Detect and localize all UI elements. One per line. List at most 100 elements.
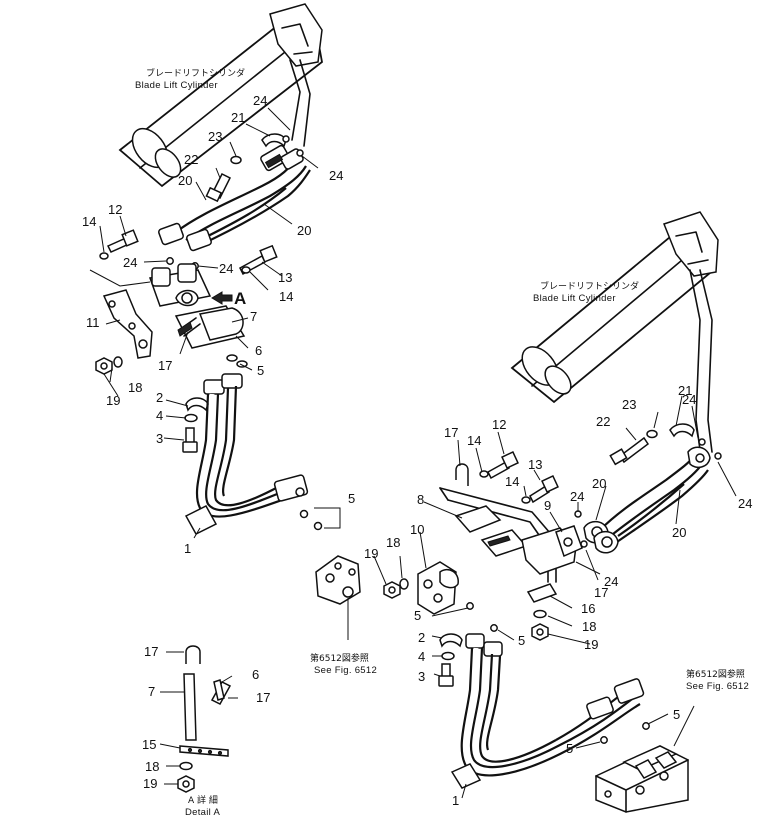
hose-1-left (184, 385, 309, 535)
plate-16-right (526, 583, 558, 603)
u-bolt-17-right (455, 463, 469, 486)
callout-10: 10 (410, 522, 424, 537)
caption-see-left-jp: 第6512図参照 (310, 652, 369, 664)
callout-22: 22 (596, 414, 610, 429)
view-marker-a: A (234, 289, 246, 308)
callout-7: 7 (250, 309, 257, 324)
callout-8: 8 (417, 492, 424, 507)
callout-24: 24 (570, 489, 584, 504)
callout-4: 4 (418, 649, 425, 664)
clamp-21-right (669, 423, 695, 438)
leader-lines-right (373, 395, 737, 799)
nut-19-right-b (531, 623, 549, 641)
callout-5: 5 (566, 741, 573, 756)
callout-16: 16 (581, 601, 595, 616)
lower-fittings-left (182, 373, 243, 453)
callout-1: 1 (452, 793, 459, 808)
caption-detail-jp: A 詳 細 (188, 794, 218, 806)
callout-14: 14 (467, 433, 481, 448)
hose-20-right (583, 446, 711, 554)
callout-4: 4 (156, 408, 163, 423)
right-assembly (373, 211, 737, 813)
callout-17: 17 (158, 358, 172, 373)
hose-1-right (450, 647, 645, 789)
callout-17: 17 (256, 690, 270, 705)
callout-14: 14 (279, 289, 293, 304)
caption-cylinder-left-en: Blade Lift Cylinder (135, 80, 218, 91)
callout-9: 9 (544, 498, 551, 513)
u-bolt-17 (185, 645, 201, 664)
callout-5: 5 (257, 363, 264, 378)
callout-2: 2 (156, 390, 163, 405)
callout-11: 11 (86, 315, 100, 330)
callout-21: 21 (678, 383, 692, 398)
callout-24: 24 (219, 261, 233, 276)
callout-17: 17 (444, 425, 458, 440)
callout-12: 12 (108, 202, 122, 217)
detail-a (159, 645, 238, 793)
nut-19-left (95, 357, 113, 375)
caption-cylinder-left-jp: ブレードリフトシリンダ (146, 67, 245, 79)
clamp-21-left (261, 133, 287, 148)
caption-cylinder-right-en: Blade Lift Cylinder (533, 293, 616, 304)
bolt-22-right (609, 436, 650, 466)
callout-24: 24 (604, 574, 618, 589)
callout-24: 24 (682, 392, 696, 407)
valve-block-right (595, 745, 689, 813)
caption-see-right-jp: 第6512図参照 (686, 668, 745, 680)
callout-18: 18 (582, 619, 596, 634)
callout-21: 21 (231, 110, 245, 125)
leader-lines-left (89, 107, 319, 539)
nut-19-right (383, 581, 401, 599)
callout-15: 15 (142, 737, 156, 752)
callout-23: 23 (208, 129, 222, 144)
callout-1: 1 (184, 541, 191, 556)
view-arrow-a (211, 291, 233, 305)
caption-cylinder-right-jp: ブレードリフトシリンダ (540, 280, 639, 292)
junction-block-left (148, 263, 212, 307)
callout-5: 5 (518, 633, 525, 648)
callout-6: 6 (255, 343, 262, 358)
left-assembly (89, 3, 361, 640)
callout-18: 18 (128, 380, 142, 395)
callout-24: 24 (738, 496, 752, 511)
callout-5: 5 (414, 608, 421, 623)
tube-7 (183, 673, 197, 741)
nut-19-detail (177, 775, 195, 793)
callout-22: 22 (184, 152, 198, 167)
callout-14: 14 (82, 214, 96, 229)
callout-3: 3 (418, 669, 425, 684)
bolt-22-left (205, 172, 232, 203)
callout-20: 20 (297, 223, 311, 238)
caption-see-right-en: See Fig. 6512 (686, 681, 749, 692)
callout-19: 19 (106, 393, 120, 408)
washer-18-left (113, 356, 123, 368)
bolt-12-left (106, 229, 139, 253)
callout-5: 5 (348, 491, 355, 506)
callout-19: 19 (143, 776, 157, 791)
plate-15 (179, 745, 229, 757)
callout-24: 24 (123, 255, 137, 270)
blade-lift-cylinder-right (510, 211, 719, 404)
bolt-13-right (529, 475, 559, 504)
washer-23-left (230, 155, 242, 165)
valve-block-left (315, 555, 361, 605)
callout-17: 17 (594, 585, 608, 600)
callout-13: 13 (528, 457, 542, 472)
caption-see-left-en: See Fig. 6512 (314, 665, 377, 676)
captions: ブレードリフトシリンダ Blade Lift Cylinder ブレードリフトシ… (135, 67, 749, 818)
callout-24: 24 (253, 93, 267, 108)
callout-18: 18 (145, 759, 159, 774)
callout-5: 5 (673, 707, 680, 722)
caption-detail-en: Detail A (185, 807, 221, 818)
bolt-12-right (487, 451, 519, 480)
callout-17: 17 (144, 644, 158, 659)
callout-19: 19 (584, 637, 598, 652)
callout-20: 20 (592, 476, 606, 491)
callout-14: 14 (505, 474, 519, 489)
callout-12: 12 (492, 417, 506, 432)
callout-18: 18 (386, 535, 400, 550)
